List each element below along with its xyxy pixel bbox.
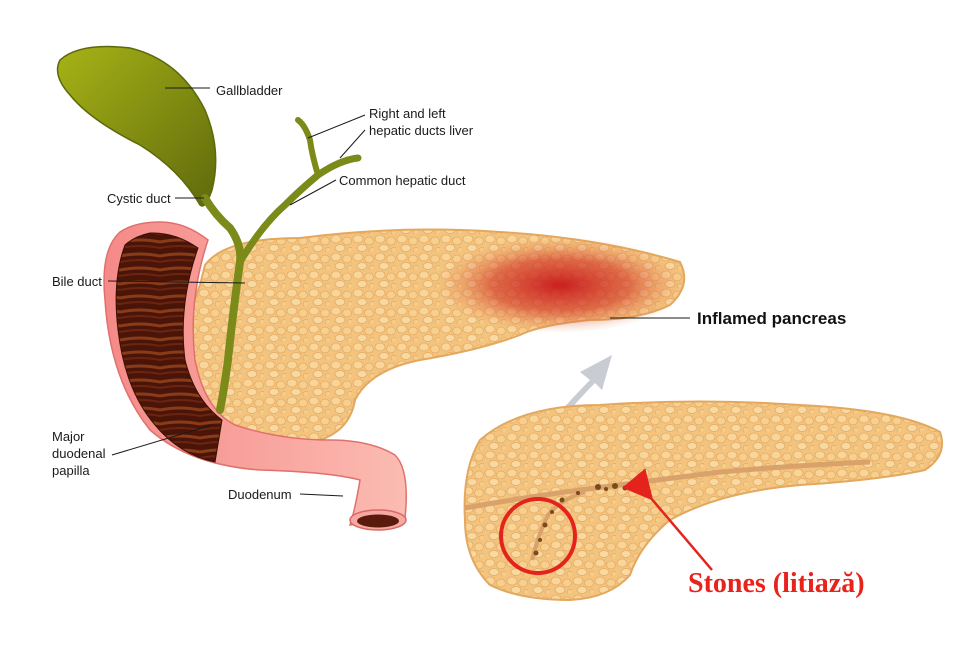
label-cystic-duct: Cystic duct: [107, 191, 171, 206]
stones-pointer-arrow: [622, 468, 713, 571]
bile-duct-system: [201, 117, 362, 414]
label-papilla-line3: papilla: [52, 463, 90, 478]
label-bile-duct: Bile duct: [52, 274, 102, 289]
stones-highlight-circle: [499, 497, 577, 575]
label-papilla-line2: duodenal: [52, 446, 106, 461]
label-stones: Stones (litiază): [688, 568, 865, 599]
progression-arrow-icon: [560, 355, 612, 416]
inflammation-area: [435, 237, 685, 333]
leader-lines: [107, 87, 690, 497]
pancreatic-duct: [464, 459, 871, 511]
label-duodenum: Duodenum: [228, 487, 292, 502]
label-inflamed-pancreas: Inflamed pancreas: [697, 309, 846, 328]
gallbladder-organ: [56, 45, 217, 207]
label-common-hepatic-duct: Common hepatic duct: [339, 173, 466, 188]
label-hepatic-ducts-line1: Right and left: [369, 106, 446, 121]
label-hepatic-ducts-line2: hepatic ducts liver: [369, 123, 474, 138]
label-gallbladder: Gallbladder: [216, 83, 283, 98]
duodenum-lumen: [357, 514, 399, 528]
label-papilla-line1: Major: [52, 429, 85, 444]
duodenum-organ: [103, 221, 407, 531]
pancreas-with-stones-organ: [463, 400, 944, 602]
